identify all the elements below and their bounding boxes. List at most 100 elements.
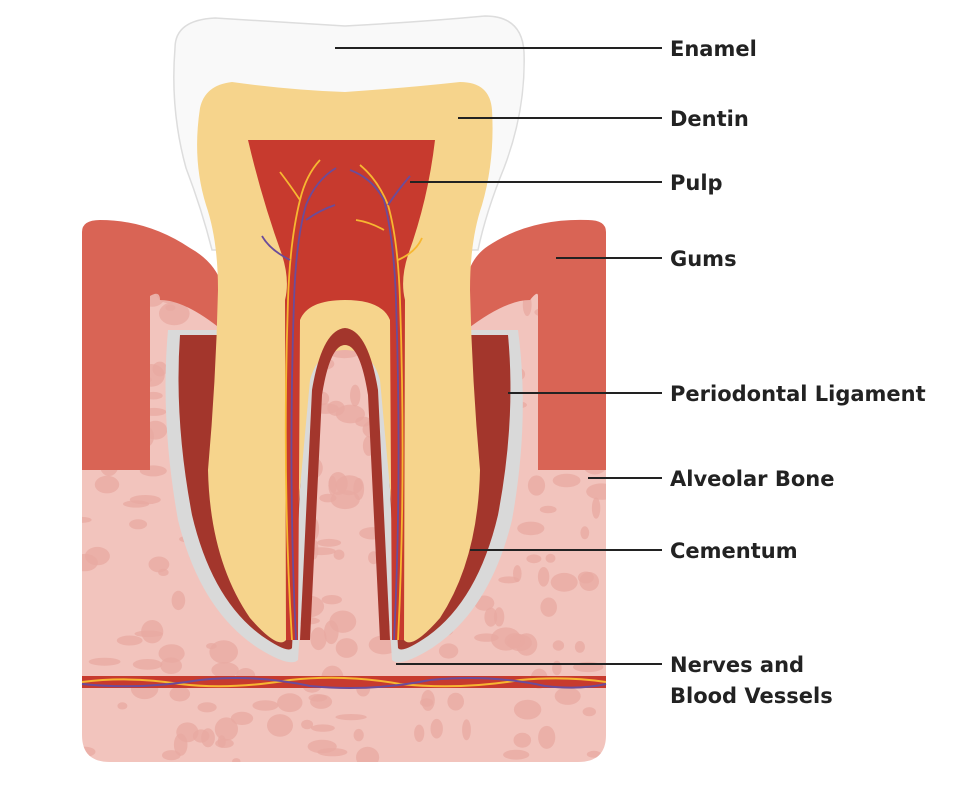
- bone-pore: [232, 758, 241, 762]
- nerve-branch: [261, 235, 291, 261]
- bone-pore: [580, 526, 590, 540]
- bone-pore: [165, 304, 176, 311]
- bone-pore: [538, 725, 556, 749]
- bone-pore: [82, 553, 98, 572]
- bone-pore: [430, 718, 443, 739]
- bone-pore: [335, 638, 358, 658]
- alveolar-bone-region: [82, 290, 606, 762]
- bone-pore: [574, 641, 586, 653]
- label-nerves-line1: Nerves and: [670, 653, 804, 677]
- label-nerves-and-blood-vessels: Nerves and Blood Vessels: [670, 653, 833, 708]
- bone-pore: [545, 553, 556, 563]
- bone-pore: [527, 475, 546, 496]
- bone-pore: [94, 475, 120, 494]
- bone-pore: [117, 702, 128, 710]
- label-cementum-line1: Cementum: [670, 539, 798, 563]
- bone-pore: [335, 714, 367, 721]
- bone-pore: [540, 597, 557, 617]
- bone-pore: [129, 519, 148, 530]
- bone-pore: [308, 694, 328, 702]
- tooth: [165, 15, 525, 663]
- label-dentin-line1: Dentin: [670, 107, 749, 131]
- nerves-and-blood-vessels-network: [261, 159, 423, 641]
- bone-pore: [552, 660, 562, 676]
- label-pulp-line1: Pulp: [670, 171, 723, 195]
- bone-pore: [211, 662, 239, 679]
- gum-left: [82, 220, 222, 470]
- bone-pore: [141, 620, 164, 644]
- bone-pore: [582, 707, 596, 717]
- nerve-branch: [355, 219, 385, 231]
- bone-pore: [88, 657, 121, 666]
- label-periodontal-ligament-line1: Periodontal Ligament: [670, 382, 926, 406]
- bone-pore: [197, 702, 217, 713]
- label-alveolar-bone: Alveolar Bone: [670, 467, 834, 491]
- bone-pore: [171, 590, 186, 611]
- nerve-branch: [290, 167, 337, 641]
- bone-pore: [316, 538, 342, 547]
- bone-pore: [493, 607, 505, 627]
- bone-pore: [438, 643, 459, 659]
- bone-pore: [123, 500, 150, 508]
- bone-pore: [586, 483, 606, 500]
- bone-pore: [158, 568, 169, 577]
- bone-pore: [206, 643, 217, 650]
- bone-pore: [319, 493, 337, 503]
- bone-pore: [335, 404, 365, 424]
- labels-group: Enamel Dentin Pulp Gums Periodontal Liga…: [335, 37, 926, 708]
- bone-pore: [311, 724, 335, 732]
- bone-pore: [419, 698, 434, 707]
- bone-pore: [317, 748, 348, 757]
- bone-pore: [132, 659, 163, 670]
- bone-pore: [484, 607, 498, 627]
- bone-pore: [552, 640, 565, 651]
- bone-pore: [554, 687, 581, 705]
- bone-pore: [591, 497, 601, 519]
- label-enamel: Enamel: [670, 37, 757, 61]
- bone-pore: [350, 384, 361, 407]
- label-cementum: Cementum: [670, 539, 798, 563]
- bone-pore: [356, 746, 380, 762]
- label-alveolar-bone-line1: Alveolar Bone: [670, 467, 834, 491]
- bone-pore: [324, 620, 339, 645]
- bone-pore: [176, 722, 199, 743]
- bone-pore: [513, 565, 522, 583]
- bone-pore: [214, 717, 238, 741]
- bone-pore: [328, 472, 348, 495]
- bone-pore: [526, 554, 542, 564]
- bone-pore: [414, 724, 425, 742]
- bone-pore: [148, 556, 170, 573]
- bone-pore: [586, 750, 602, 758]
- bone-pore: [513, 699, 542, 720]
- label-enamel-line1: Enamel: [670, 37, 757, 61]
- bone-pore: [517, 521, 545, 536]
- label-dentin: Dentin: [670, 107, 749, 131]
- nerve-branch: [279, 171, 301, 201]
- bone-pore: [277, 693, 303, 713]
- label-periodontal-ligament: Periodontal Ligament: [670, 382, 926, 406]
- nerve-band: [81, 676, 607, 689]
- bone-pore: [513, 732, 532, 748]
- bone-pore: [230, 711, 254, 726]
- label-gums: Gums: [670, 247, 737, 271]
- bone-pore: [552, 473, 581, 488]
- bone-pore: [310, 627, 327, 651]
- gum-right: [466, 219, 606, 470]
- pulp-chamber: [248, 140, 435, 640]
- bone-pore: [333, 549, 345, 560]
- inner-root-arch: [300, 328, 390, 640]
- bone-pore: [503, 749, 530, 760]
- bone-pore: [158, 644, 185, 663]
- bone-pore: [267, 714, 293, 737]
- bone-pore: [353, 728, 364, 742]
- gums-region: [82, 219, 606, 470]
- nerve-branch: [305, 204, 336, 221]
- bone-pore: [462, 719, 471, 741]
- bone-pore: [550, 572, 578, 592]
- bone-pore: [116, 635, 143, 646]
- bone-pore: [579, 572, 599, 591]
- nerve-branch: [359, 164, 404, 641]
- bone-pore: [301, 719, 314, 730]
- bone-pore: [490, 627, 521, 651]
